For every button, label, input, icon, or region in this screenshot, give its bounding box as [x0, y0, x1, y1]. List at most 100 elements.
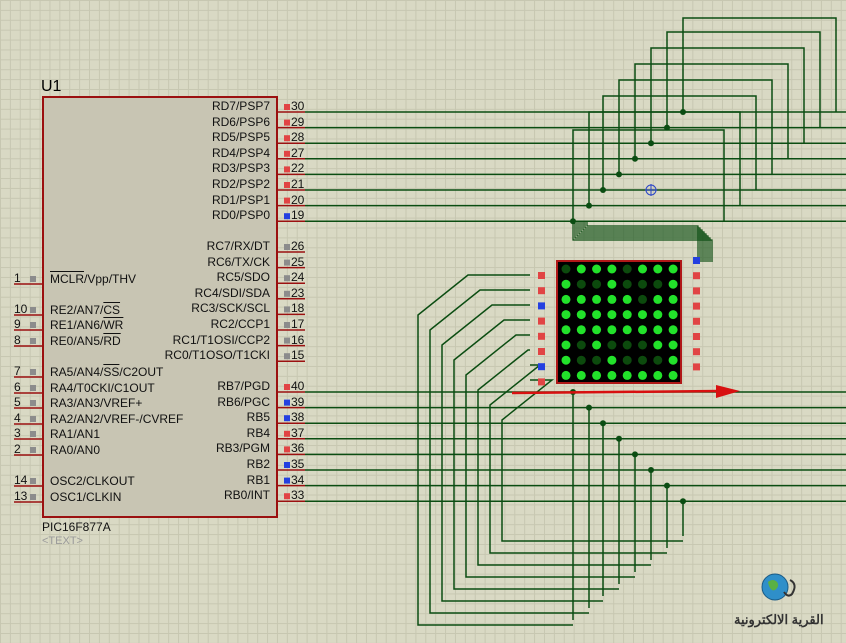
- led-dot: [607, 370, 617, 380]
- pin-number-4: 4: [14, 411, 21, 425]
- chip-body: [42, 96, 278, 518]
- pin-label-22: RD3/PSP3: [211, 161, 270, 176]
- component-text-placeholder[interactable]: <TEXT>: [42, 535, 83, 547]
- row-loop-wire: [501, 379, 683, 542]
- led-dot: [607, 340, 617, 350]
- pin-number-20: 20: [291, 192, 305, 207]
- pin-number-30: 30: [291, 99, 305, 113]
- led-dot: [561, 340, 571, 350]
- pin-state-indicator: [284, 462, 290, 468]
- matrix-left-pin: [538, 378, 545, 386]
- led-dot: [576, 264, 586, 274]
- bus-loop-wire: [602, 95, 757, 190]
- led-dot: [561, 355, 571, 365]
- matrix-feed-wire: [572, 221, 713, 262]
- pin-state-indicator: [30, 307, 36, 313]
- led-dot: [561, 264, 571, 274]
- row-loop-wire: [441, 304, 603, 602]
- matrix-feed-wire: [580, 221, 705, 262]
- pin-state-indicator: [284, 430, 290, 437]
- pin-state-indicator: [284, 353, 290, 360]
- pin-state-indicator: [284, 197, 290, 204]
- matrix-left-pin: [538, 363, 545, 371]
- pin-state-indicator: [284, 104, 290, 110]
- led-dot: [576, 279, 586, 289]
- pin-state-indicator: [30, 478, 36, 484]
- pin-number-19: 19: [291, 208, 305, 223]
- led-dot: [592, 325, 602, 335]
- pin-label-38: RB5: [246, 410, 270, 425]
- matrix-right-pin: [693, 348, 700, 356]
- pin-state-indicator: [284, 446, 290, 453]
- component-reference[interactable]: U1: [41, 78, 62, 95]
- pin-state-indicator: [30, 416, 36, 422]
- led-dot: [653, 340, 663, 350]
- pin-state-indicator: [30, 494, 36, 500]
- led-dot: [592, 340, 602, 350]
- pin-state-indicator: [284, 259, 290, 266]
- pin-label-37: RB4: [246, 425, 270, 440]
- led-matrix: [556, 260, 682, 384]
- led-dot: [592, 294, 602, 304]
- led-dot: [653, 325, 663, 335]
- pin-label-30: RD7/PSP7: [211, 99, 270, 113]
- component-part-name[interactable]: PIC16F877A: [42, 520, 111, 534]
- pin-state-indicator: [284, 415, 290, 422]
- pin-state-indicator: [284, 135, 290, 142]
- pin-state-indicator: [284, 150, 290, 157]
- matrix-left-pin: [538, 348, 545, 355]
- wire-junction: [632, 155, 638, 162]
- pin-label-28: RD5/PSP5: [211, 130, 270, 145]
- pin-label-27: RD4/PSP4: [211, 145, 270, 160]
- matrix-feed-wire: [582, 221, 703, 262]
- pin-number-1: 1: [14, 271, 21, 285]
- matrix-right-pin: [693, 287, 700, 295]
- pin-state-indicator: [284, 384, 290, 390]
- pin-number-23: 23: [291, 285, 305, 300]
- direction-arrowhead: [716, 385, 740, 398]
- pin-state-indicator: [284, 290, 290, 297]
- row-loop-wire: [477, 349, 651, 566]
- pin-label-26: RC7/RX/DT: [206, 239, 270, 253]
- pin-number-28: 28: [291, 130, 305, 145]
- led-dot: [592, 355, 602, 365]
- matrix-left-pin: [538, 332, 545, 340]
- pin-state-indicator: [30, 322, 36, 328]
- pin-label-14: OSC2/CLKOUT: [50, 474, 135, 488]
- matrix-right-pin: [693, 257, 700, 264]
- pin-label-29: RD6/PSP6: [211, 114, 270, 129]
- pin-state-indicator: [284, 493, 290, 500]
- led-dot: [576, 340, 586, 350]
- watermark-text: القرية الالكترونية: [734, 612, 824, 627]
- pin-state-indicator: [284, 244, 290, 250]
- led-dot: [668, 279, 678, 289]
- pin-number-40: 40: [291, 379, 305, 393]
- pin-label-18: RC3/SCK/SCL: [191, 301, 270, 316]
- matrix-left-pin: [538, 272, 545, 279]
- led-dot: [561, 279, 571, 289]
- wire-junction: [586, 202, 592, 209]
- led-dot: [607, 294, 617, 304]
- matrix-feed-wire: [576, 221, 709, 262]
- led-dot: [653, 294, 663, 304]
- pin-label-25: RC6/TX/CK: [207, 254, 270, 269]
- bus-loop-wire: [572, 129, 725, 222]
- pin-number-21: 21: [291, 177, 305, 191]
- pin-label-39: RB6/PGC: [217, 394, 270, 409]
- pin-state-indicator: [284, 306, 290, 313]
- row-loop-wire: [489, 364, 667, 554]
- led-dot: [622, 355, 632, 365]
- row-loop-wire: [453, 319, 619, 590]
- pin-number-9: 9: [14, 317, 21, 331]
- pin-state-indicator: [284, 337, 290, 344]
- led-dot: [638, 340, 647, 350]
- pin-label-16: RC1/T1OSI/CCP2: [172, 332, 270, 347]
- matrix-right-pin: [693, 302, 700, 310]
- led-dot: [668, 370, 678, 380]
- led-dot: [638, 355, 647, 365]
- pin-label-2: RA0/AN0: [50, 443, 101, 457]
- pin-number-7: 7: [14, 364, 21, 378]
- matrix-feed-wire: [586, 221, 699, 262]
